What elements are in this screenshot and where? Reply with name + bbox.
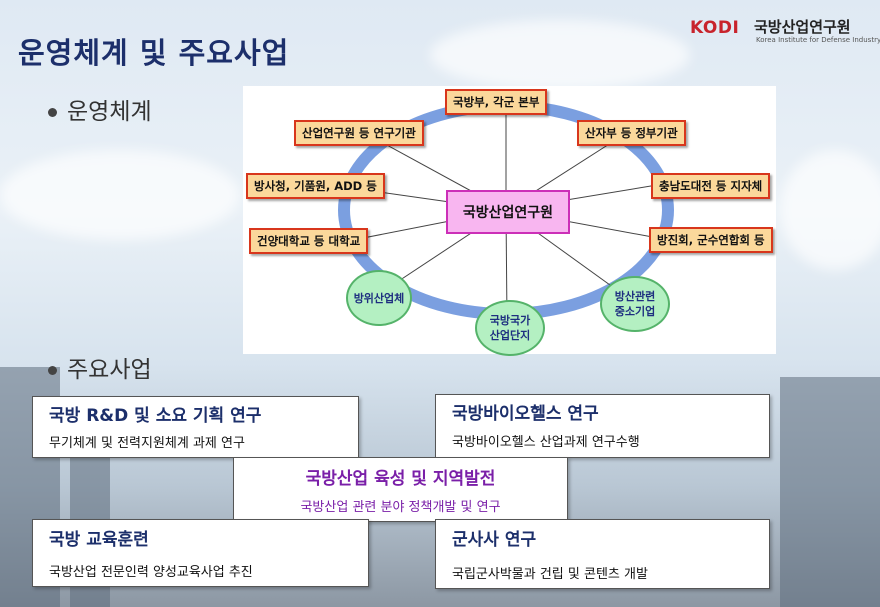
card-title: 국방바이오헬스 연구: [452, 404, 599, 424]
bullet-icon: [48, 366, 57, 375]
node-universities: 건양대학교 등 대학교: [249, 228, 369, 254]
card-title: 국방 R&D 및 소요 기획 연구: [49, 406, 262, 426]
card-title: 국방산업 육성 및 지역발전: [305, 469, 496, 489]
node-center-kodi: 국방산업연구원: [446, 190, 570, 234]
bullet-icon: [48, 108, 57, 117]
background-cloud: [780, 150, 880, 270]
node-associations: 방진회, 군수연합회 등: [649, 227, 773, 253]
circle-label: 방위산업체: [353, 291, 405, 305]
logo: KODI 국방산업연구원 Korea Institute for Defense…: [690, 12, 880, 52]
business-card: 국방바이오헬스 연구 국방바이오헬스 산업과제 연구수행: [435, 394, 770, 458]
node-government: 산자부 등 정부기관: [577, 120, 686, 146]
card-desc: 국방산업 전문인력 양성교육사업 추진: [49, 565, 253, 580]
node-defense-industry: 방위산업체: [346, 270, 412, 326]
background-cloud: [0, 150, 240, 240]
section-heading-business: 주요사업: [48, 350, 152, 384]
card-desc: 국방산업 관련 분야 정책개발 및 연구: [300, 500, 501, 515]
logo-subtitle: Korea Institute for Defense Industry: [756, 36, 880, 44]
background-city: [780, 377, 880, 607]
node-dapa: 방사청, 기품원, ADD 등: [246, 173, 385, 199]
logo-name: 국방산업연구원: [754, 18, 851, 36]
card-title: 국방 교육훈련: [49, 530, 149, 550]
card-title: 군사사 연구: [452, 530, 537, 550]
business-card: 군사사 연구 국립군사박물과 건립 및 콘텐츠 개발: [435, 519, 770, 589]
business-card: 국방 R&D 및 소요 기획 연구 무기체계 및 전력지원체계 과제 연구: [32, 396, 359, 458]
business-card: 국방 교육훈련 국방산업 전문인력 양성교육사업 추진: [32, 519, 369, 587]
card-desc: 국립군사박물과 건립 및 콘텐츠 개발: [452, 567, 648, 582]
card-desc: 무기체계 및 전력지원체계 과제 연구: [49, 436, 245, 451]
node-research-institutes: 산업연구원 등 연구기관: [294, 120, 424, 146]
section-heading-operation: 운영체계: [48, 92, 152, 126]
section-label: 주요사업: [67, 357, 152, 383]
section-label: 운영체계: [67, 99, 152, 125]
logo-mark: KODI: [690, 18, 740, 38]
business-card: 국방산업 육성 및 지역발전 국방산업 관련 분야 정책개발 및 연구: [233, 457, 568, 522]
card-desc: 국방바이오헬스 산업과제 연구수행: [452, 435, 640, 450]
org-diagram: 국방부, 각군 본부 산업연구원 등 연구기관 방사청, 기품원, ADD 등 …: [243, 86, 776, 356]
background-cloud: [430, 20, 690, 90]
node-local-government: 충남도대전 등 지자체: [651, 173, 771, 199]
page-title: 운영체계 및 주요사업: [18, 36, 290, 70]
node-mnd: 국방부, 각군 본부: [445, 89, 548, 115]
